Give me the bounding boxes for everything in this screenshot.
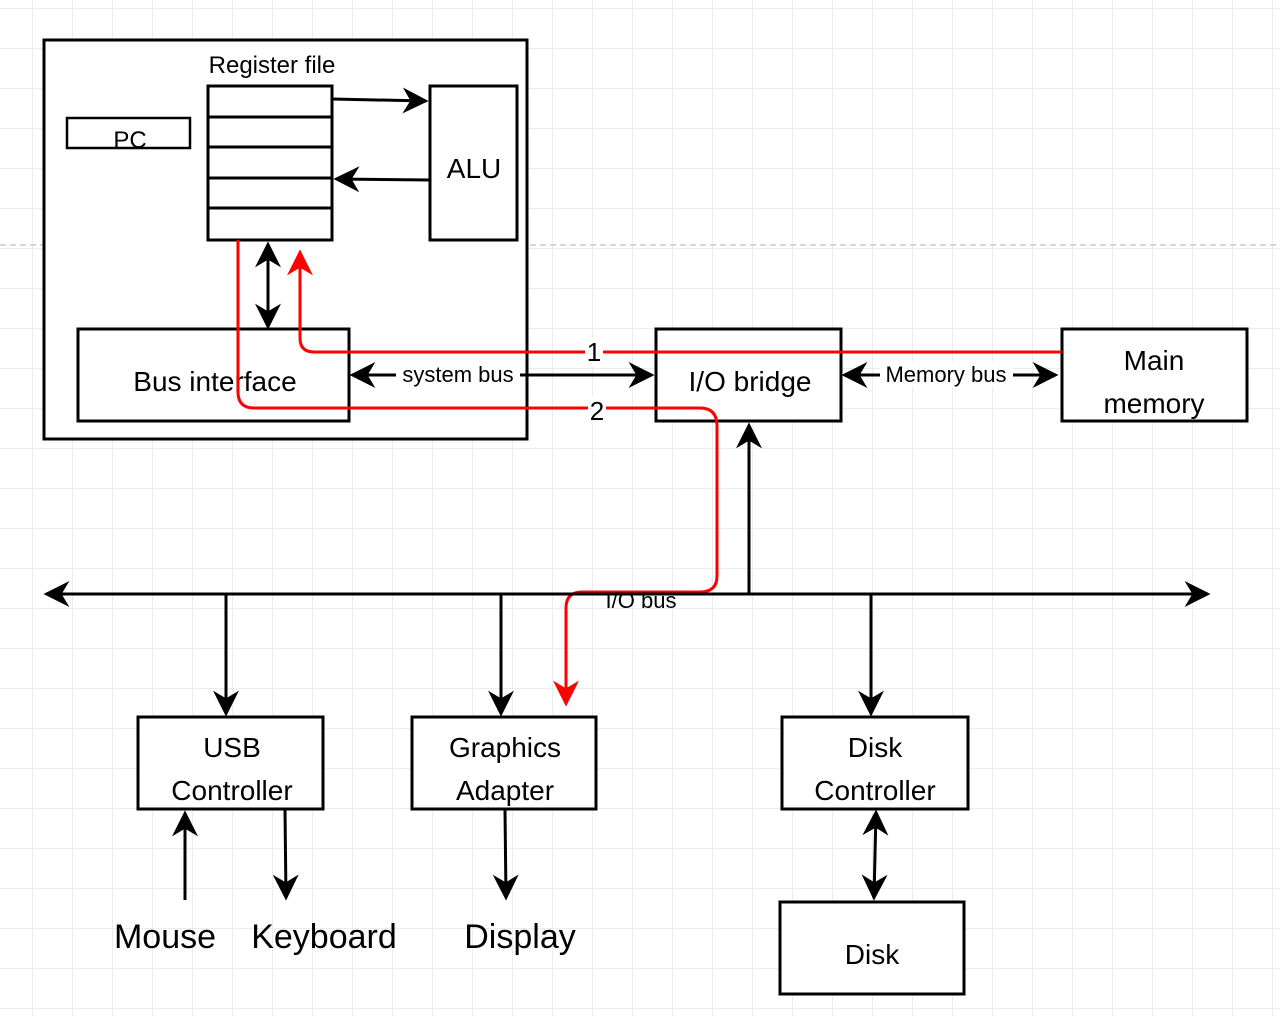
disk-controller-box <box>780 715 970 811</box>
pc-label: PC <box>113 127 146 154</box>
data-path-1-red-arrow <box>287 249 1062 354</box>
register-file-label: Register file <box>209 52 336 79</box>
io-bus-label: I/O bus <box>606 588 677 613</box>
graphics-adapter-label-line2: Adapter <box>456 775 554 806</box>
usb-to-keyboard-arrow <box>272 809 299 901</box>
path-1-label-bg <box>585 338 603 366</box>
usb-controller-label-line1: USB <box>203 732 261 763</box>
path-2-label: 2 <box>590 396 604 426</box>
usb-controller-box <box>136 715 325 811</box>
regfile-to-alu-arrow <box>331 87 429 114</box>
disk-controller-label-line1: Disk <box>848 732 903 763</box>
alu-to-regfile-arrow <box>333 166 431 193</box>
memory-bus-label-bg <box>880 361 1013 387</box>
io-bridge-label: I/O bridge <box>689 366 812 397</box>
alu-label: ALU <box>447 153 501 184</box>
system-bus-label-bg <box>396 361 520 387</box>
display-label: Display <box>464 918 575 956</box>
disk-label: Disk <box>845 939 900 970</box>
main-memory-label-line2: memory <box>1103 388 1204 419</box>
bus-interface-label: Bus interface <box>133 366 296 397</box>
keyboard-label: Keyboard <box>251 918 397 956</box>
disk-box <box>778 900 966 996</box>
pc-box <box>65 116 192 150</box>
path-2-label-bg <box>588 396 606 424</box>
system-bus-label: system bus <box>402 362 513 387</box>
memory-bus-label: Memory bus <box>885 362 1006 387</box>
graphics-adapter-box <box>410 715 598 811</box>
io-bridge-box <box>654 327 843 423</box>
path-1-label: 1 <box>587 337 601 367</box>
graphics-adapter-label-line1: Graphics <box>449 732 561 763</box>
bus-interface-box <box>76 327 351 423</box>
main-memory-label-line1: Main <box>1124 345 1185 376</box>
usb-controller-label-line2: Controller <box>171 775 292 806</box>
mouse-label: Mouse <box>114 918 216 956</box>
disk-controller-label-line2: Controller <box>814 775 935 806</box>
main-memory-box <box>1060 327 1249 423</box>
disk-controller-disk-arrow <box>861 809 889 901</box>
graphics-to-display-arrow <box>492 809 519 901</box>
register-file-box <box>206 84 334 242</box>
alu-box <box>428 84 519 242</box>
